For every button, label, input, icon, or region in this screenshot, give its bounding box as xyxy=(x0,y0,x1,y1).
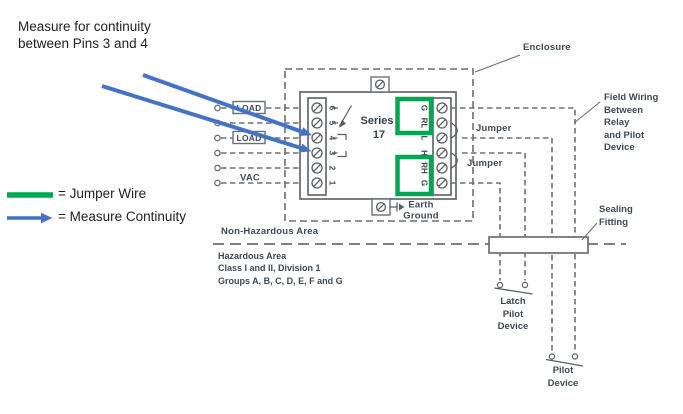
pilot-device-line: Pilot xyxy=(552,365,574,376)
latch-pilot-switch xyxy=(494,281,533,295)
hazardous-area-line: Class I and II, Division 1 xyxy=(218,263,321,274)
load-top-label: LOAD xyxy=(236,102,262,113)
latch-symbol-pins-4-3 xyxy=(333,133,347,158)
non-hazardous-area-label: Non-Hazardous Area xyxy=(221,226,319,237)
continuity-arrow-pin4 xyxy=(142,73,312,136)
vac-label: VAC xyxy=(240,172,260,183)
pilot-switch xyxy=(545,353,584,367)
earth-ground-icon xyxy=(390,202,405,212)
jumper-wire-highlight-top xyxy=(395,96,434,136)
pilot-device-label: Pilot Device xyxy=(548,365,579,390)
jumper-top-label: Jumper xyxy=(476,123,512,134)
enclosure-label: Enclosure xyxy=(523,42,571,53)
hazardous-area-label: Hazardous Area Class I and II, Division … xyxy=(218,250,343,287)
sealing-fitting-label: Sealing Fitting xyxy=(599,204,633,229)
legend-continuity-swatch xyxy=(7,212,53,224)
left-screws xyxy=(311,102,323,189)
relay-name-line-1: Series xyxy=(360,115,394,127)
legend-jumper-label: = Jumper Wire xyxy=(58,186,147,201)
continuity-arrow-pin3 xyxy=(101,84,312,153)
field-wiring-line: and Pilot xyxy=(604,129,645,141)
field-wiring-line: Device xyxy=(604,142,635,154)
relay-name-line-2: 17 xyxy=(372,129,386,141)
jumper-wire-highlight-bottom xyxy=(395,154,434,197)
sealing-fitting-box xyxy=(488,236,589,254)
latch-pilot-device-label: Latch Pilot Device xyxy=(498,296,529,334)
latch-pilot-line: Pilot xyxy=(502,308,524,320)
earth-ground-label-2: Ground xyxy=(403,210,439,222)
enclosure-outline xyxy=(284,68,474,222)
contact-symbol-pins-6-5 xyxy=(333,105,353,128)
field-wiring-line: Field Wiring xyxy=(604,92,659,103)
pilot-device-line: Device xyxy=(547,377,579,389)
field-wiring-label: Field Wiring Between Relay and Pilot Dev… xyxy=(604,92,658,155)
jumper-bottom-label: Jumper xyxy=(467,158,503,169)
load-bottom-label: LOAD xyxy=(236,132,262,143)
callout-pointers xyxy=(474,54,601,241)
hazardous-area-line: Hazardous Area xyxy=(218,251,287,261)
latch-pilot-line: Device xyxy=(497,321,529,333)
field-wiring-line: Relay xyxy=(604,117,630,129)
jumper-bracket-bottom xyxy=(451,152,458,169)
note-line-2: between Pins 3 and 4 xyxy=(18,36,148,51)
legend-continuity-label: = Measure Continuity xyxy=(58,209,186,224)
note-line-1: Measure for continuity xyxy=(18,19,151,34)
sealing-fitting-line: Fitting xyxy=(599,216,629,228)
hazardous-area-line: Groups A, B, C, D, E, F and G xyxy=(218,275,343,286)
sealing-fitting-line: Sealing xyxy=(599,204,633,215)
right-screws xyxy=(436,102,448,189)
jumper-bracket-top xyxy=(451,122,458,139)
earth-ground-label-1: Earth xyxy=(408,199,434,211)
latch-pilot-line: Latch xyxy=(500,296,526,307)
field-wiring-line: Between xyxy=(604,104,644,116)
